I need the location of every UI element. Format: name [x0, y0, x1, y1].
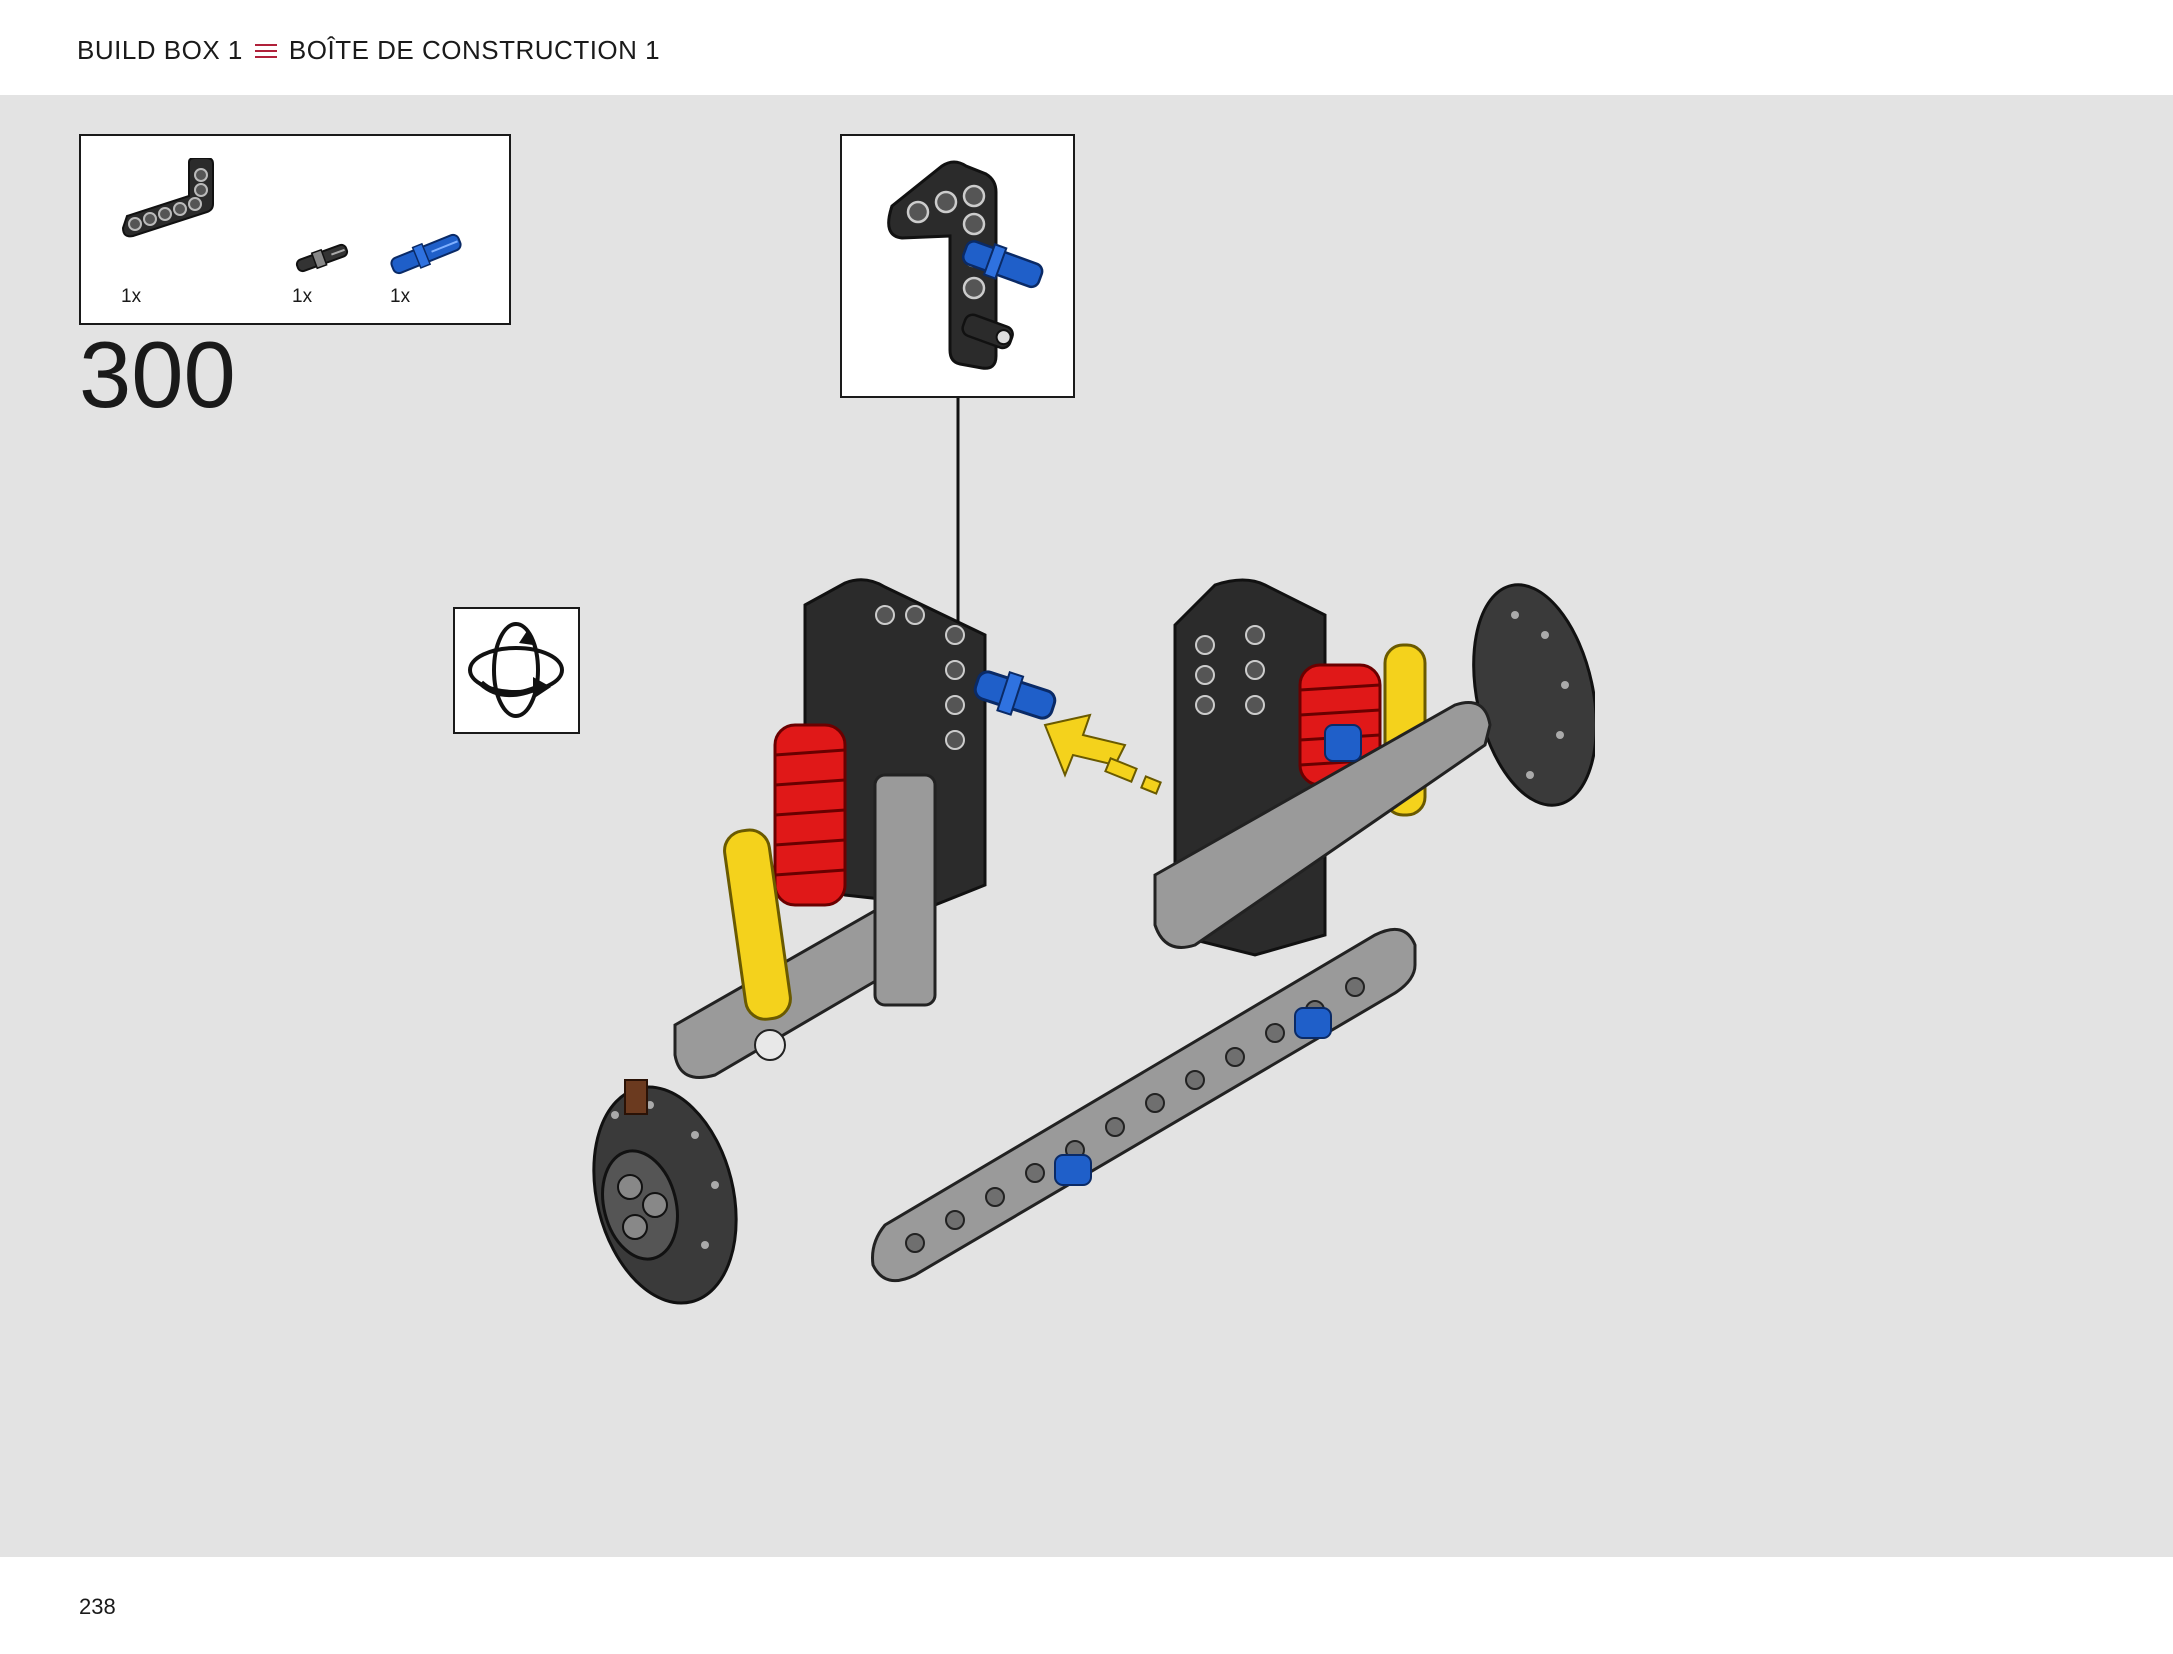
instruction-stage	[0, 95, 2173, 1557]
subassembly-callout	[840, 134, 1075, 398]
part-qty: 1x	[390, 286, 411, 307]
page-header: BUILD BOX 1 BOÎTE DE CONSTRUCTION 1	[0, 0, 2173, 95]
header-title-fr: BOÎTE DE CONSTRUCTION 1	[288, 35, 661, 65]
left-brake-disc	[592, 1085, 738, 1305]
insert-direction-arrow	[1043, 713, 1162, 795]
blue-axle-pin-icon	[390, 233, 462, 275]
right-brake-disc	[1472, 583, 1595, 807]
step-number: 300	[79, 322, 236, 427]
parts-list-box: 1x 1x 1x	[79, 134, 511, 325]
header-title-en: BUILD BOX 1	[77, 35, 243, 65]
subassembly-illustration	[887, 160, 1044, 370]
black-axle-pin-icon	[295, 243, 349, 273]
part-qty: 1x	[292, 286, 313, 307]
part-qty: 1x	[121, 286, 142, 307]
black-l-beam-icon	[121, 158, 214, 238]
left-shock-spring	[773, 723, 847, 907]
triple-line-icon	[254, 43, 277, 59]
header-title: BUILD BOX 1 BOÎTE DE CONSTRUCTION 1	[77, 35, 660, 66]
rotate-model-box	[453, 607, 580, 734]
rotate-model-icon	[468, 622, 564, 718]
page-number: 238	[79, 1594, 116, 1619]
axle-assembly-illustration	[592, 578, 1595, 1305]
page-footer	[0, 1557, 2173, 1654]
